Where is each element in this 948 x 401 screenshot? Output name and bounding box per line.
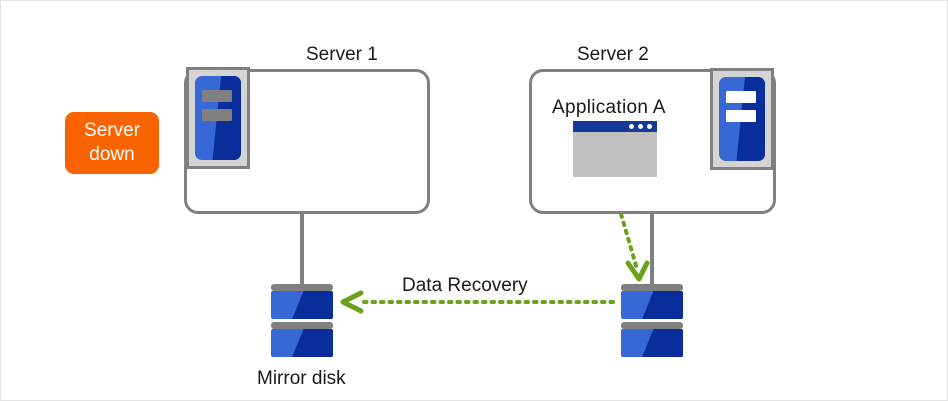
app-disk-arrow-line [612,188,639,271]
application-window-icon [573,121,657,177]
data-recovery-arrow-head [340,290,364,314]
disk-cap [621,284,683,291]
app-disk-arrow-head-down [625,260,650,282]
disk-platter [621,329,683,357]
disk-cap [271,322,333,329]
application-label: Application A [552,97,666,118]
server2-title: Server 2 [577,44,649,65]
status-badge-line2: down [89,144,135,165]
disk-cap [271,284,333,291]
machine-indicator-bar [202,90,232,103]
disk-platter [271,329,333,357]
disk-cap [621,322,683,329]
server2-disk-icon [621,284,683,357]
window-dot-icon [629,124,634,129]
machine-chassis [195,76,241,160]
server-machine-disabled-icon [186,67,250,169]
status-badge-server-down: Server down [65,112,159,174]
disk-platter [621,291,683,319]
status-badge-line1: Server [84,120,140,141]
machine-indicator-bar [726,91,756,104]
application-window-body [573,132,657,177]
application-window-titlebar [573,121,657,132]
server-machine-icon [710,68,774,170]
server1-title: Server 1 [306,44,378,65]
disk-platter [271,291,333,319]
machine-indicator-bar [202,108,232,121]
machine-indicator-bar [726,109,756,122]
machine-chassis [719,77,765,161]
data-recovery-label: Data Recovery [402,275,528,296]
window-dot-icon [647,124,652,129]
mirror-disk-icon [271,284,333,357]
window-dot-icon [638,124,643,129]
mirror-disk-label: Mirror disk [257,368,346,389]
